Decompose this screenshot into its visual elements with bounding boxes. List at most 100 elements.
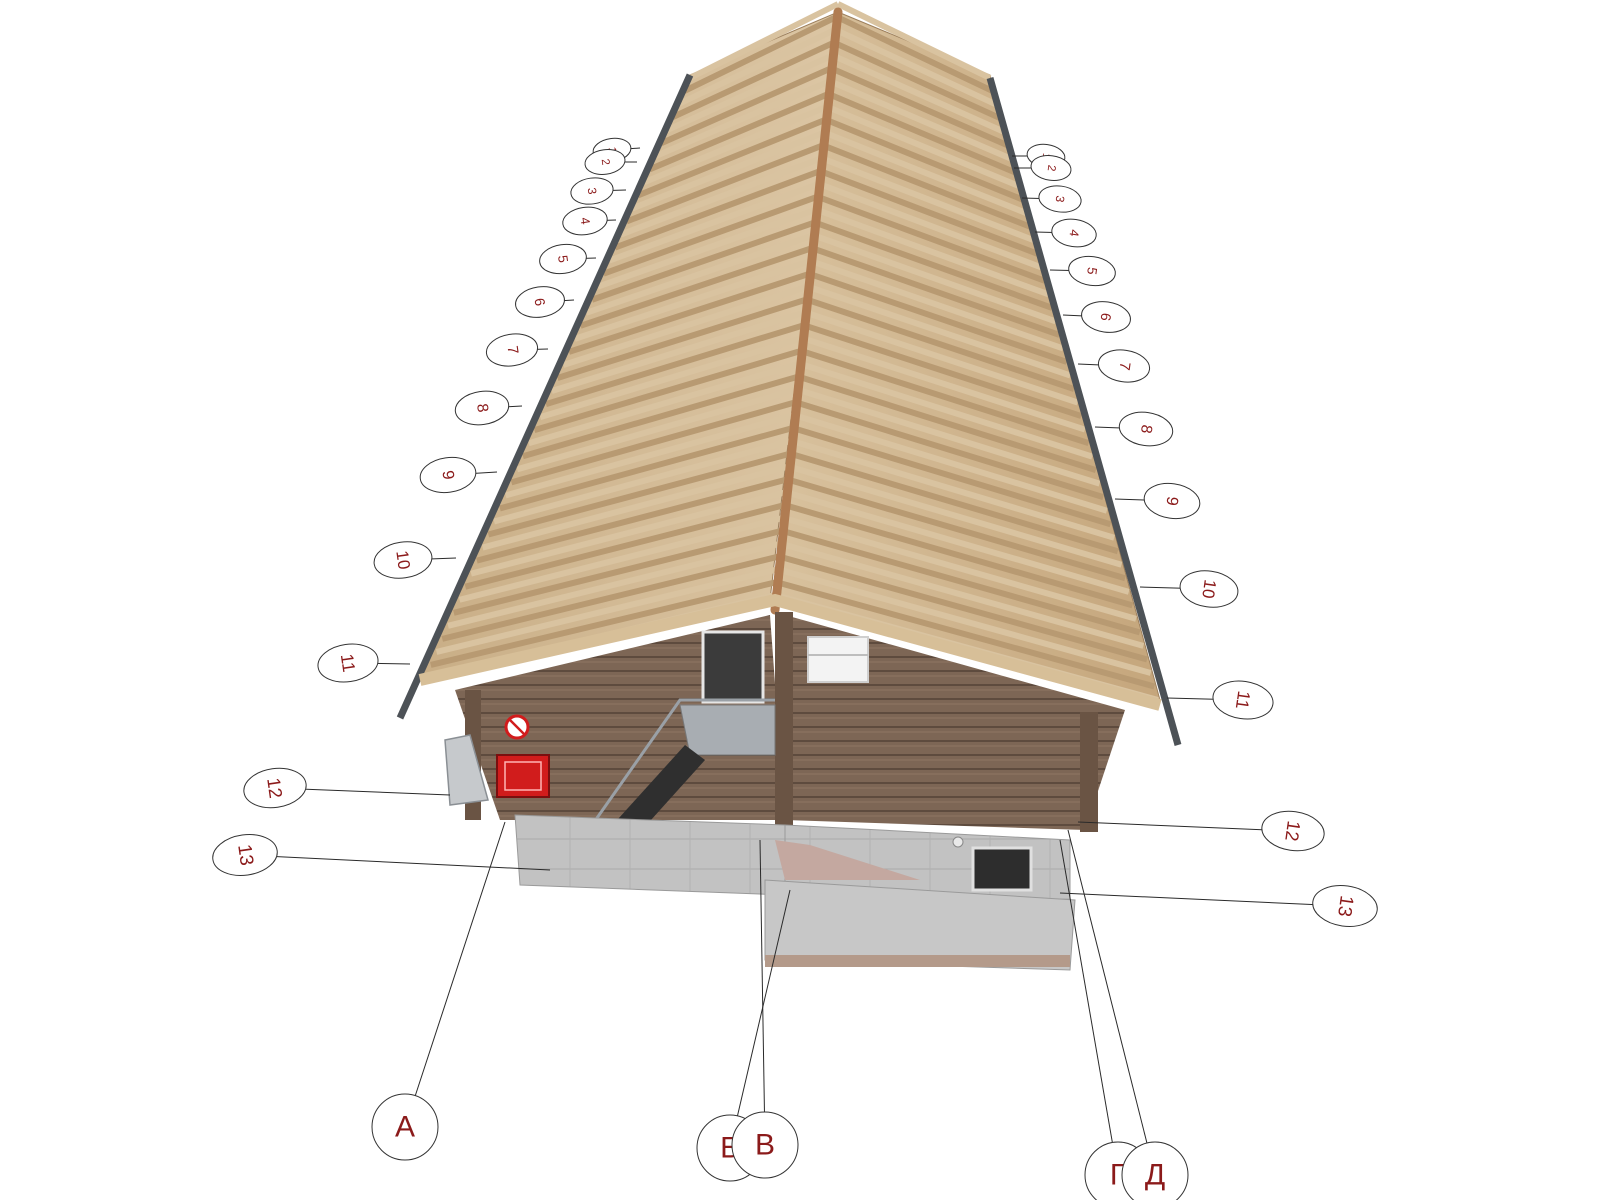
rafter-right — [831, 52, 1006, 135]
corner-post-right — [1080, 712, 1098, 832]
rafter-right — [800, 348, 1090, 446]
axis-left-13-leader — [244, 854, 551, 871]
rafter-right — [802, 322, 1083, 419]
rafter-right — [815, 206, 1050, 298]
rafter-left — [499, 425, 794, 512]
upper-door — [701, 630, 765, 704]
rafter-right — [783, 502, 1134, 609]
axis-left-5-bubble — [539, 243, 587, 275]
rafter-left — [516, 386, 798, 473]
rafter-right — [821, 142, 1032, 230]
rafter-left — [447, 540, 782, 629]
axis-left-9-bubble — [419, 456, 477, 494]
rafter-right — [798, 360, 1094, 460]
rafter-left — [464, 502, 786, 590]
rafter-left — [648, 91, 830, 173]
axis-left-10-bubble — [373, 541, 433, 579]
axis-bottom-Д: Д — [1145, 1159, 1165, 1192]
rafter-right — [828, 78, 1014, 162]
rafter-left — [642, 104, 829, 186]
rafter-right — [810, 245, 1061, 338]
gutter-left — [396, 73, 694, 720]
rafter-right — [805, 296, 1075, 392]
axis-right-2: 2 — [1045, 164, 1058, 172]
axis-left-2: 2 — [599, 158, 612, 166]
axis-left-8-bubble — [454, 390, 510, 426]
axis-left-6-bubble — [515, 286, 565, 318]
rafter-left — [677, 26, 837, 107]
rafter-left — [619, 155, 823, 238]
rafter-right — [789, 450, 1119, 555]
axis-bottom-А-bubble — [371, 1093, 439, 1161]
axis-left-7-bubble — [485, 333, 539, 367]
rafter-right — [816, 193, 1046, 284]
axis-left-11: 11 — [337, 653, 359, 674]
axis-bottom-Д-bubble — [1121, 1141, 1189, 1200]
rafter-left — [562, 283, 809, 368]
rafter-left — [625, 142, 825, 225]
axis-right-12-leader — [1077, 821, 1294, 832]
axis-left-12: 12 — [263, 776, 287, 799]
axis-left-13-bubble — [212, 834, 278, 876]
rafter-right — [797, 373, 1097, 473]
axis-left-13: 13 — [233, 843, 257, 867]
rafter-right — [794, 399, 1105, 501]
rafter-left — [591, 219, 816, 303]
axis-left-6: 6 — [532, 297, 549, 307]
axis-right-9: 9 — [1162, 495, 1181, 506]
rafter-right — [829, 65, 1010, 149]
axis-right-4: 4 — [1067, 229, 1082, 238]
axis-label-group: 1234567891011121312345678910111213АБВГД — [212, 137, 1378, 1200]
entrance-pit-front-wall — [764, 879, 1076, 971]
rafter-right — [801, 335, 1086, 433]
axis-right-10-bubble — [1179, 570, 1239, 608]
gable-wall-right — [785, 615, 1125, 830]
axis-left-12-bubble — [243, 767, 307, 809]
rafter-right — [808, 270, 1068, 365]
rafter-left — [430, 579, 778, 668]
axis-left-3: 3 — [585, 187, 600, 196]
side-balcony — [444, 734, 489, 806]
axis-bottom-Д-leader — [1067, 829, 1156, 1176]
rafter-left — [573, 258, 812, 342]
rafter-right — [786, 476, 1126, 582]
rafter-left — [579, 245, 813, 329]
axis-bottom-Б-leader — [729, 889, 791, 1149]
axis-left-11-bubble — [317, 643, 379, 683]
rafter-left — [585, 232, 815, 316]
rafter-left — [556, 296, 808, 381]
axis-right-6: 6 — [1098, 312, 1115, 322]
axis-right-13: 13 — [1333, 894, 1357, 918]
axis-left-4: 4 — [578, 217, 593, 226]
axis-right-9-bubble — [1143, 482, 1201, 520]
axis-left-4-bubble — [562, 206, 608, 236]
rafter-right — [813, 219, 1054, 311]
rafter-left — [533, 348, 802, 434]
roof-edge-front — [418, 593, 1162, 711]
rafter-right — [790, 437, 1116, 541]
rafter-right — [779, 540, 1145, 649]
rafter-left — [614, 168, 822, 251]
axis-bottom-В-leader — [759, 839, 766, 1146]
entrance-pit-base — [765, 955, 1070, 967]
corner-post-center — [775, 612, 793, 827]
rafter-right — [785, 489, 1130, 595]
axis-right-2-bubble — [1030, 155, 1072, 181]
axis-left-3-bubble — [570, 177, 614, 205]
axis-left-8: 8 — [473, 403, 491, 414]
rafter-right — [782, 515, 1137, 622]
axis-right-6-bubble — [1081, 301, 1131, 333]
rafter-right — [836, 1, 992, 81]
rafter-left — [688, 1, 840, 81]
axis-right-11-bubble — [1212, 680, 1274, 720]
rafter-left — [481, 463, 790, 551]
rafter-group — [424, 1, 1159, 703]
fire-cabinet-inner — [504, 761, 542, 791]
rafter-left — [596, 206, 818, 290]
rafter-left — [682, 14, 838, 94]
rafter-left — [602, 193, 819, 277]
rafter-left — [527, 360, 801, 447]
axis-bottom-А: А — [395, 1111, 415, 1144]
basement-stairs — [775, 840, 920, 880]
